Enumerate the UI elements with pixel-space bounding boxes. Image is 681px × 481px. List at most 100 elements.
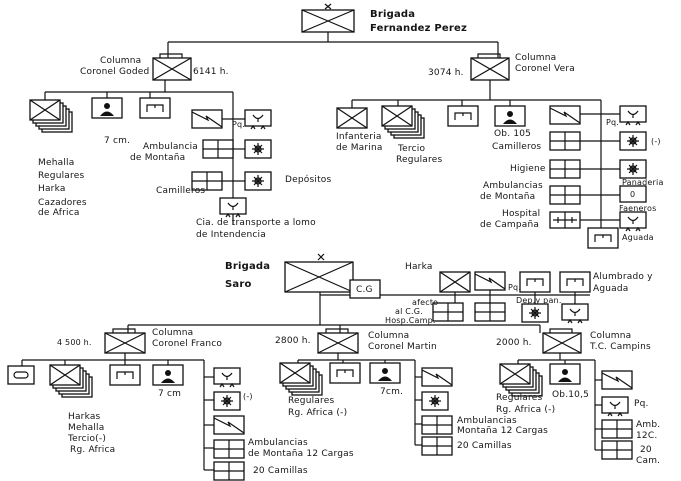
vera-unit-hospital-1: Hospital bbox=[502, 209, 541, 219]
saro-park-symbol bbox=[474, 302, 506, 322]
saro-depot-symbol bbox=[519, 271, 551, 293]
goded-strength: 6141 h. bbox=[193, 67, 229, 77]
vera-hospital-symbol bbox=[549, 211, 581, 229]
franco-artillery-symbol bbox=[152, 364, 184, 386]
saro-cg-label: C.G bbox=[356, 285, 373, 295]
campins-unit-cam-2: Cam. bbox=[636, 456, 661, 466]
vera-park-symbol bbox=[619, 105, 647, 126]
franco-ambulance-symbol bbox=[213, 439, 245, 459]
franco-unit-7cm: 7 cm bbox=[158, 389, 182, 399]
vera-unit-hospital-2: de Campaña bbox=[480, 220, 540, 230]
vera-ambulance-symbol bbox=[549, 185, 581, 205]
saro-depot-star-symbol bbox=[521, 303, 549, 323]
campins-unit-pq: Pq. bbox=[634, 399, 649, 409]
vera-unit-marina: de Marina bbox=[336, 143, 383, 153]
vera-unit-camilleros: Camilleros bbox=[492, 142, 542, 152]
martin-transmissions-symbol bbox=[421, 367, 453, 387]
vera-tercio-symbol bbox=[382, 106, 424, 138]
franco-unit-rg-africa: Rg. Africa bbox=[70, 445, 116, 455]
goded-ambulance-symbol bbox=[202, 139, 234, 159]
vera-supply-symbol bbox=[619, 131, 647, 151]
vera-unit-ob105: Ob. 105 bbox=[494, 129, 532, 139]
saro-harka-symbol bbox=[439, 271, 471, 293]
brigade1-title-line1: Brigada bbox=[370, 9, 416, 20]
martin-artillery-symbol bbox=[369, 362, 401, 384]
column-franco-hq bbox=[21, 328, 205, 470]
vera-butchers-inner: 0 bbox=[630, 190, 636, 199]
franco-unit-mehalla: Mehalla bbox=[68, 423, 105, 433]
martin-unit-ambulancias-2: Montaña 12 Cargas bbox=[457, 426, 549, 436]
column-vera-hq bbox=[351, 53, 602, 240]
franco-engineers-symbol bbox=[109, 364, 141, 386]
saro-unit-aguada: Aguada bbox=[593, 284, 629, 294]
martin-unit-ambulancias-1: Ambulancias bbox=[457, 416, 517, 426]
goded-unit-ambulancia-1: Ambulancia bbox=[143, 142, 199, 152]
vera-butchers-symbol bbox=[619, 185, 647, 203]
martin-infantry-symbol bbox=[280, 363, 322, 395]
vera-stretcher-symbol bbox=[549, 131, 581, 151]
goded-unit-de-africa: de Africa bbox=[38, 208, 80, 218]
goded-unit-mehalla: Mehalla bbox=[38, 158, 75, 168]
franco-park-symbol bbox=[213, 367, 241, 388]
campins-unit-regulares: Regulares bbox=[496, 393, 543, 403]
vera-water-supply-symbol bbox=[619, 211, 647, 232]
vera-name-line1: Columna bbox=[515, 53, 557, 63]
martin-stretcher-symbol bbox=[421, 436, 453, 456]
goded-unit-transporte-1: Cia. de transporte a lomo bbox=[196, 218, 316, 228]
brigade1-title-line2: Fernandez Perez bbox=[370, 23, 468, 34]
campins-artillery-symbol bbox=[549, 363, 581, 385]
franco-unit-ambulancias-2: de Montaña 12 Cargas bbox=[248, 449, 354, 459]
column-goded-hq bbox=[44, 53, 234, 225]
goded-park-symbol bbox=[244, 109, 272, 130]
goded-unit-regulares: Regulares bbox=[38, 171, 85, 181]
vera-artillery-symbol bbox=[494, 105, 526, 127]
saro-unit-pq: Pq. bbox=[508, 283, 522, 292]
goded-unit-pq: Pq. bbox=[232, 120, 246, 129]
saro-attached-1: afecto bbox=[412, 298, 439, 307]
vera-unit-tercio: Tercio bbox=[398, 144, 426, 154]
martin-unit-7cm: 7cm. bbox=[380, 387, 404, 397]
campins-unit-amb-1: Amb. bbox=[636, 420, 661, 430]
brigade-fernandez-perez-hq bbox=[167, 3, 499, 58]
martin-supply-symbol bbox=[421, 391, 449, 411]
goded-name-line1: Columna bbox=[100, 56, 142, 66]
franco-strength: 4 500 h. bbox=[57, 338, 92, 347]
saro-lighting-symbol bbox=[559, 271, 591, 293]
saro-unit-dep-pan: Dep.y pan. bbox=[516, 296, 562, 305]
saro-cg-box bbox=[349, 279, 381, 299]
goded-unit-camilleros: Camilleros bbox=[156, 186, 206, 196]
saro-unit-alumbrado: Alumbrado y bbox=[593, 272, 653, 282]
vera-unit-ambulancias-1: Ambulancias bbox=[483, 181, 543, 191]
vera-unit-higiene: Higiene bbox=[510, 164, 546, 174]
vera-water-engineers-symbol bbox=[587, 227, 619, 249]
campins-infantry-symbol bbox=[500, 364, 542, 396]
martin-strength: 2800 h. bbox=[275, 336, 311, 346]
saro-transmissions-symbol bbox=[474, 271, 506, 291]
saro-unit-harka: Harka bbox=[405, 262, 433, 272]
vera-name-line2: Coronel Vera bbox=[515, 64, 576, 74]
campins-transmissions-symbol bbox=[601, 370, 633, 390]
vera-strength: 3074 h. bbox=[428, 68, 464, 78]
goded-unit-depositos: Depósitos bbox=[285, 175, 332, 185]
vera-unit-pq: Pq. bbox=[606, 118, 620, 127]
goded-engineers-symbol bbox=[139, 97, 171, 119]
vera-transmissions-symbol bbox=[549, 105, 581, 125]
campins-unit-cam-1: 20 bbox=[640, 445, 652, 455]
goded-infantry-symbol bbox=[30, 100, 72, 132]
vera-unit-supply-minus: (-) bbox=[651, 137, 661, 146]
franco-unit-ambulancias-1: Ambulancias bbox=[248, 438, 308, 448]
campins-name-line1: Columna bbox=[590, 331, 632, 341]
campins-unit-ob105: Ob.10,5 bbox=[552, 390, 590, 400]
vera-unit-faeneros: Faeneros bbox=[619, 204, 657, 213]
goded-unit-transporte-2: de Intendencia bbox=[196, 230, 266, 240]
column-campins-hq bbox=[517, 328, 596, 450]
goded-unit-cazadores: Cazadores bbox=[38, 198, 87, 208]
franco-infantry-symbol bbox=[50, 365, 92, 397]
goded-unit-ambulancia-2: de Montaña bbox=[130, 153, 186, 163]
martin-name-line1: Columna bbox=[368, 331, 410, 341]
vera-unit-aguada: Aguada bbox=[622, 233, 654, 242]
martin-unit-rg-africa: Rg. Africa (-) bbox=[288, 408, 348, 418]
campins-ambulance-symbol bbox=[601, 419, 633, 439]
saro-lighting-cup-symbol bbox=[561, 303, 589, 324]
